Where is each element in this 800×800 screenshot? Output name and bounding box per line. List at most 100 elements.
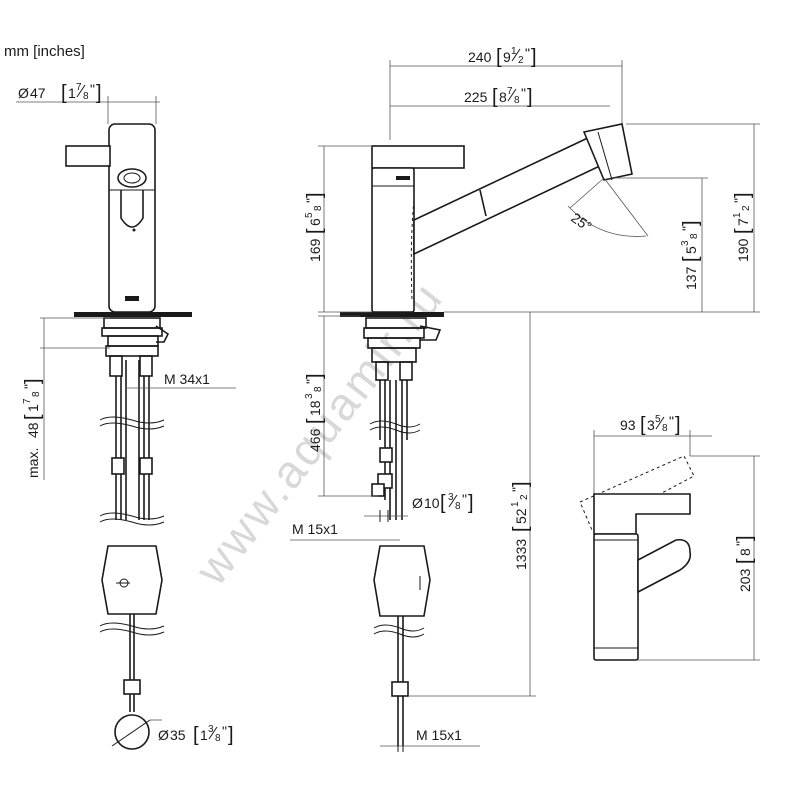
max-depth-inch-den: 8 [31, 391, 42, 397]
hole-diameter-value: 35 [170, 727, 186, 743]
height-spout-inch-den: 8 [689, 233, 700, 239]
svg-text:]: ] [510, 481, 532, 487]
svg-text:]: ] [531, 46, 537, 68]
front-view: Ø 47 [ 1 7 8 " ] [16, 81, 236, 750]
front-diameter-value: 47 [30, 85, 46, 101]
height-spout-value: 137 [683, 266, 699, 290]
svg-text:]: ] [734, 535, 756, 541]
svg-text:": " [303, 379, 319, 384]
length-outer-value: 240 [468, 49, 492, 65]
front-diameter-inch-num: 7 [76, 82, 82, 93]
svg-text:[: [ [492, 86, 498, 108]
svg-text:]: ] [527, 86, 533, 108]
svg-text:[: [ [304, 228, 326, 234]
svg-text:": " [521, 85, 526, 101]
pipe-diameter-symbol: Ø [412, 495, 423, 511]
front-hose-weight [101, 545, 163, 615]
max-depth-value: 48 [25, 422, 41, 438]
total-length-inch-whole: 52 [513, 508, 529, 524]
length-inner-inch-whole: 8 [499, 89, 507, 105]
height-spout-inch-whole: 5 [683, 246, 699, 254]
front-lever [65, 145, 111, 167]
pipe-diameter-value: 10 [424, 495, 440, 511]
height-spout-inch-num: 3 [680, 240, 691, 246]
svg-text:]: ] [96, 82, 102, 104]
hole-diameter-inch-den: 8 [215, 733, 221, 744]
hose-length-inch-whole: 18 [307, 400, 323, 416]
front-deck-plate [74, 312, 192, 317]
length-outer-inch-den: 2 [518, 55, 524, 66]
lever-handle [593, 493, 691, 535]
svg-text:]: ] [228, 724, 234, 746]
lever-width-inch-den: 8 [662, 423, 668, 434]
lever-height-value: 203 [737, 568, 753, 592]
svg-text:": " [525, 45, 530, 61]
svg-text:]: ] [22, 378, 44, 384]
front-aerator [117, 168, 147, 188]
side-lever [371, 145, 465, 169]
total-length-value: 1333 [513, 539, 529, 570]
lever-body [593, 533, 639, 661]
svg-text:[: [ [732, 228, 754, 234]
front-diameter-symbol: Ø [18, 85, 29, 101]
spout-angle: 25° [568, 209, 595, 234]
svg-text:": " [222, 723, 227, 739]
height-total-inch-den: 2 [741, 205, 752, 211]
svg-text:[: [ [440, 492, 446, 514]
lever-height-inch-whole: 8 [737, 548, 753, 556]
svg-text:": " [462, 491, 467, 507]
lever-view: 93 [ 3 5 8 " ] 203 [ 8 " ] [579, 413, 760, 661]
units-label: mm [inches] [4, 43, 85, 60]
length-inner-inch-den: 8 [514, 95, 520, 106]
lever-spout [637, 538, 692, 594]
lever-width-value: 93 [620, 417, 636, 433]
thread-upper-label: M 15x1 [292, 521, 338, 537]
hole-diameter-symbol: Ø [158, 727, 169, 743]
lever-width-inch-num: 5 [655, 414, 661, 425]
height-total-value: 190 [735, 238, 751, 262]
svg-text:": " [509, 487, 525, 492]
side-hose-connector [391, 681, 409, 697]
svg-text:[: [ [680, 256, 702, 262]
svg-text:]: ] [732, 192, 754, 198]
length-inner-inch-num: 7 [507, 86, 513, 97]
pipe-diameter-inch-num: 3 [448, 492, 454, 503]
svg-text:[: [ [304, 418, 326, 424]
front-diameter-inch-whole: 1 [68, 85, 76, 101]
svg-text:]: ] [680, 220, 702, 226]
front-mount-hole [114, 714, 150, 750]
height-total-inch-whole: 7 [735, 218, 751, 226]
svg-text:]: ] [468, 492, 474, 514]
svg-text:[: [ [61, 82, 67, 104]
svg-text:": " [90, 81, 95, 97]
side-deck-plate [340, 312, 444, 317]
svg-text:]: ] [304, 192, 326, 198]
side-hose-weight [373, 545, 431, 617]
length-outer-inch-num: 1 [511, 46, 517, 57]
max-depth-prefix: max. [25, 448, 41, 478]
hole-diameter-inch-whole: 1 [200, 727, 208, 743]
svg-text:": " [731, 198, 747, 203]
svg-text:]: ] [304, 373, 326, 379]
hose-length-inch-den: 8 [313, 386, 324, 392]
height-body-inch-den: 8 [313, 205, 324, 211]
svg-text:[: [ [510, 526, 532, 532]
front-diameter-inch-den: 8 [83, 91, 89, 102]
length-inner-value: 225 [464, 89, 488, 105]
hose-length-value: 466 [307, 428, 323, 452]
total-length-inch-den: 2 [519, 494, 530, 500]
svg-text:[: [ [496, 46, 502, 68]
max-depth-inch-num: 7 [22, 398, 33, 404]
front-thread-label: M 34x1 [164, 371, 210, 387]
svg-text:": " [679, 226, 695, 231]
side-view: 240 [ 9 1 2 " ] 225 [ 8 7 8 " ] 25° [290, 45, 760, 752]
side-spray-head [582, 123, 633, 181]
svg-text:[: [ [734, 558, 756, 564]
side-faucet-body [371, 167, 415, 313]
front-hose-connector [123, 679, 141, 695]
height-total-inch-num: 1 [732, 212, 743, 218]
pipe-diameter-inch-den: 8 [455, 501, 461, 512]
svg-text:": " [733, 541, 749, 546]
height-body-inch-num: 5 [304, 212, 315, 218]
